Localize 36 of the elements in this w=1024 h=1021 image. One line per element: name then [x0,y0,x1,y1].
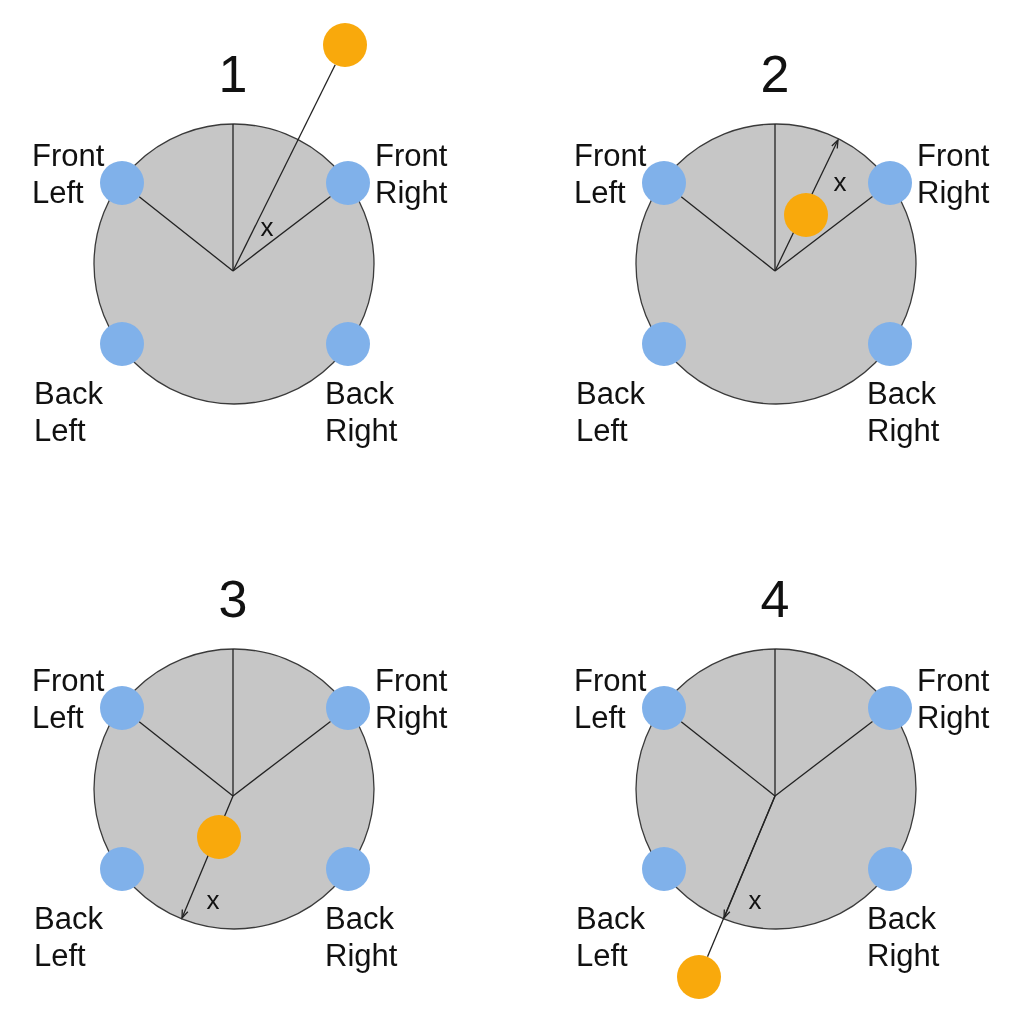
panel-number: 1 [218,48,248,100]
speaker-label: Back Left [34,375,103,449]
speaker-label: Front Right [917,662,990,736]
speaker-label: Back Right [867,900,940,974]
speaker-label: Front Left [32,662,105,736]
angle-label: x [260,214,274,240]
speaker-label: Back Right [325,375,398,449]
panel-number: 4 [760,573,790,625]
speaker-label: Front Right [917,137,990,211]
speaker-label: Front Right [375,137,448,211]
radial-line [680,721,776,797]
panel-number: 2 [760,48,790,100]
radial-line [138,721,234,797]
radial-line [138,196,234,272]
radial-line [774,195,874,272]
radial-line [232,64,336,272]
radial-line [680,196,776,272]
speaker-label: Back Right [867,375,940,449]
speaker-label: Back Left [576,900,645,974]
speaker-label: Front Left [32,137,105,211]
speaker-label: Front Left [574,662,647,736]
speaker-label: Back Right [325,900,398,974]
dot-icon [323,23,367,67]
radial-line [774,720,874,797]
speaker-label: Back Left [34,900,103,974]
angle-label: x [206,887,220,913]
dot-icon [677,955,721,999]
radial-line [232,720,332,797]
speaker-label: Front Left [574,137,647,211]
panel-number: 3 [218,573,248,625]
radial-line [706,795,776,958]
speaker-label: Front Right [375,662,448,736]
speaker-label: Back Left [576,375,645,449]
radial-line [232,195,332,272]
angle-label: x [833,169,847,195]
angle-label: x [748,887,762,913]
